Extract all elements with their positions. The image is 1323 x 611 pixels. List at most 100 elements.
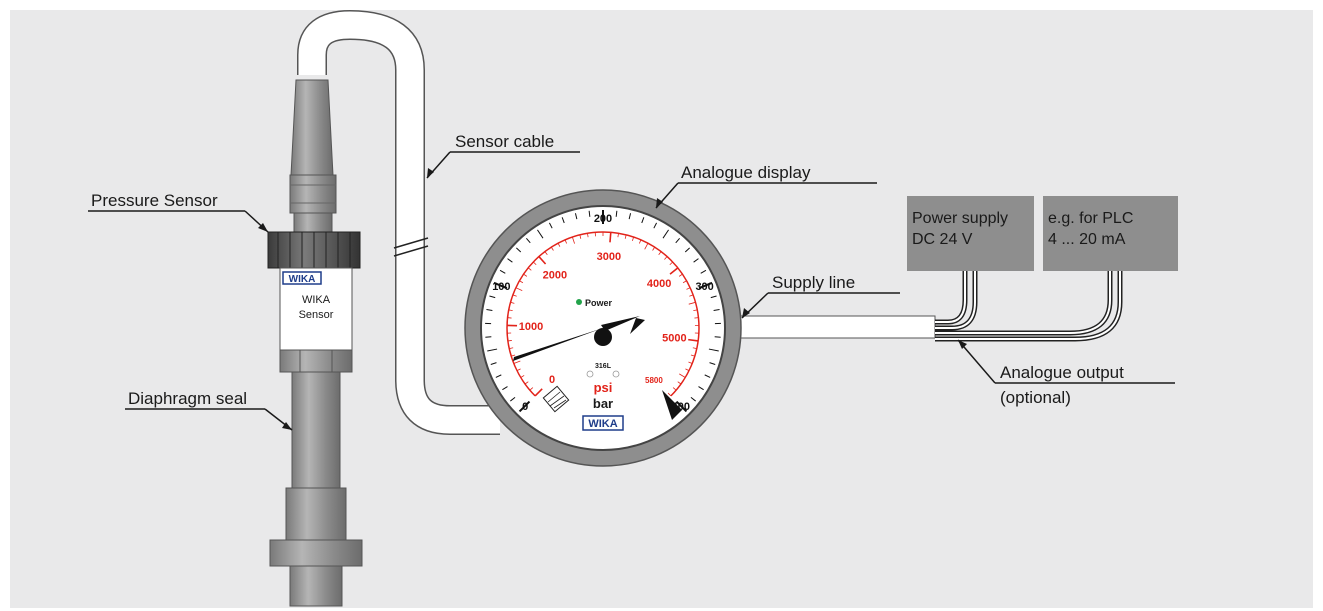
- psi-tick: [688, 361, 693, 364]
- psi-tick: [688, 301, 696, 305]
- psi-tick: [678, 273, 683, 277]
- bar-tick: [693, 258, 699, 263]
- psi-tick: [638, 239, 642, 244]
- psi-tick: [534, 388, 543, 397]
- psi-tick: [519, 280, 524, 284]
- psi-tick: [624, 234, 627, 239]
- bar-tick: [684, 247, 690, 253]
- psi-tick: [644, 242, 649, 250]
- bar-tick: [588, 210, 591, 217]
- bar-tick: [489, 295, 496, 299]
- plc-box: e.g. for PLC 4 ... 20 mA: [1043, 196, 1178, 271]
- diaphragm-seal-label: Diaphragm seal: [128, 389, 247, 408]
- bar-tick: [507, 258, 513, 263]
- bar-tick: [675, 400, 688, 413]
- bar-tick: [499, 269, 506, 274]
- bar-tick: [615, 210, 618, 217]
- psi-tick: [579, 234, 582, 239]
- psi-tick: [507, 340, 512, 342]
- psi-tick: [512, 294, 517, 297]
- seal-flange: [269, 539, 363, 567]
- psi-tick: [515, 287, 523, 291]
- bar-scale-label: 0: [522, 401, 528, 413]
- psi-tick: [509, 347, 514, 350]
- psi-scale-label: 4000: [647, 278, 671, 290]
- leader-arrowheads: [258, 168, 967, 430]
- psi-tick: [682, 280, 687, 284]
- psi-scale-label: 5800: [645, 376, 663, 385]
- bar-tick: [690, 396, 696, 402]
- end-mark: [662, 390, 682, 420]
- bar-tick: [486, 309, 493, 311]
- psi-tick: [524, 381, 529, 385]
- bar-tick: [700, 269, 707, 274]
- bar-tick: [487, 348, 498, 352]
- psi-tick: [538, 256, 547, 265]
- bar-unit: bar: [593, 396, 613, 411]
- gauge-brand-text: WIKA: [588, 418, 617, 430]
- analogue-display-label: Analogue display: [681, 163, 811, 182]
- bar-tick: [662, 229, 669, 239]
- psi-tick: [520, 375, 525, 378]
- bar-tick: [537, 229, 544, 239]
- psi-tick: [533, 261, 537, 266]
- pressure-sensor-label: Pressure Sensor: [91, 191, 218, 210]
- analogue-output-label: Analogue output: [1000, 363, 1124, 382]
- psi-scale-label: 2000: [543, 269, 567, 281]
- psi-tick: [513, 360, 521, 364]
- bar-tick: [495, 374, 502, 378]
- bar-tick: [704, 374, 711, 378]
- psi-tick: [557, 242, 561, 247]
- bar-tick: [548, 222, 553, 229]
- pressure-sensor: WIKA WIKA Sensor: [267, 79, 363, 607]
- power-wires: [935, 270, 978, 331]
- psi-tick: [564, 239, 568, 244]
- bar-tick: [516, 247, 522, 253]
- bar-tick: [493, 281, 508, 290]
- zero-stop: [542, 385, 570, 413]
- bar-tick: [708, 348, 719, 352]
- bar-tick: [641, 217, 645, 224]
- power-led: [576, 299, 582, 305]
- psi-tick: [690, 354, 695, 357]
- psi-tick: [511, 354, 516, 357]
- connector-nut: [289, 174, 337, 214]
- seal-lower-body: [285, 487, 347, 544]
- bar-tick: [698, 281, 713, 290]
- sensor-lower-nut: [279, 349, 353, 373]
- psi-scale-label: 1000: [519, 321, 543, 333]
- gauge-needle: [513, 316, 645, 361]
- bar-tick: [502, 386, 508, 391]
- bar-tick: [525, 237, 531, 244]
- bar-tick: [713, 309, 720, 311]
- bar-tick: [698, 386, 704, 391]
- bar-tick: [628, 213, 632, 220]
- bar-scale-label: 100: [492, 281, 510, 293]
- plc-line2: 4 ... 20 mA: [1048, 231, 1126, 248]
- sensor-cable: [297, 9, 500, 435]
- material-label: 316L: [595, 363, 612, 370]
- sensor-brand-text: WIKA: [289, 274, 316, 285]
- psi-tick: [689, 294, 694, 297]
- psi-tick: [658, 251, 662, 256]
- psi-tick: [677, 381, 682, 385]
- bar-tick: [675, 237, 681, 244]
- cable-break-mark: [393, 237, 429, 249]
- psi-tick: [516, 368, 521, 372]
- psi-scale-label: 5000: [662, 333, 686, 345]
- bar-scale-label: 300: [695, 281, 713, 293]
- seal-process-connection: [289, 565, 343, 607]
- bar-tick: [653, 222, 658, 229]
- psi-tick: [679, 373, 686, 378]
- psi-tick: [544, 251, 548, 256]
- psi-tick: [652, 246, 656, 251]
- psi-tick: [617, 233, 619, 238]
- psi-tick: [510, 301, 515, 304]
- power-supply-box: Power supply DC 24 V: [907, 196, 1034, 271]
- connector-taper: [290, 79, 334, 176]
- bar-tick: [709, 362, 716, 365]
